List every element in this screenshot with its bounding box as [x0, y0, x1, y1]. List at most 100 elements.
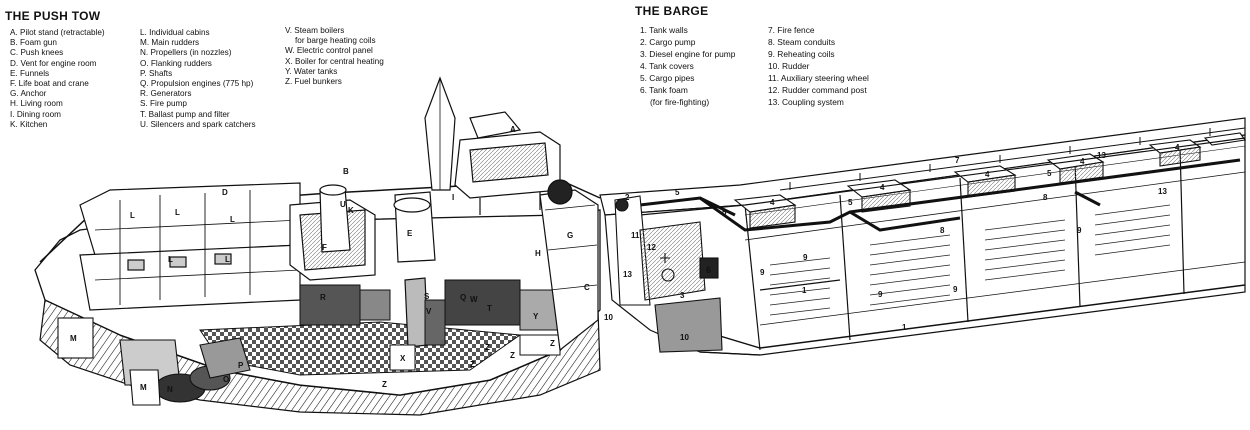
diagram-label: P [238, 361, 244, 370]
diagram-label: 1 [802, 286, 807, 295]
push-tow-legend-col2: L. Individual cabins M. Main rudders N. … [140, 28, 256, 130]
legend-item: for barge heating coils [295, 36, 376, 46]
diagram-label: 8 [1043, 193, 1048, 202]
diagram-label: 13 [1097, 151, 1106, 160]
diagram-label: D [222, 188, 228, 197]
legend-item: K. Kitchen [10, 119, 48, 129]
legend-item: 5. Cargo pipes [640, 73, 695, 83]
diagram-label: S [424, 292, 430, 301]
diagram-label: 1 [902, 323, 907, 332]
diagram-label: 13 [1158, 187, 1167, 196]
legend-item: L. Individual cabins [140, 28, 210, 37]
diagram-label: 10 [604, 313, 613, 322]
diagram-label: 2 [625, 193, 630, 202]
diagram-label: L [230, 215, 235, 224]
diagram-label: 3 [680, 291, 685, 300]
diagram-label: 6 [706, 265, 711, 275]
legend-item: 12. Rudder command post [768, 85, 867, 95]
diagram-label: K [348, 206, 354, 215]
diagram-label: X [400, 354, 406, 363]
diagram-label: 4 [880, 183, 885, 192]
push-tow-legend-col3: V. Steam boilers for barge heating coils… [285, 26, 384, 87]
diagram-label: A [510, 125, 516, 134]
tank-covers [733, 132, 1246, 229]
diagram-label: M [140, 383, 147, 392]
legend-item: H. Living room [10, 99, 63, 109]
barge-heading: THE BARGE [635, 4, 709, 18]
diagram-label: B [343, 167, 349, 176]
steam-conduits [639, 137, 1246, 291]
diagram-label: 13 [623, 270, 632, 279]
legend-item: Z. Fuel bunkers [285, 77, 342, 87]
legend-item: O. Flanking rudders [140, 58, 212, 68]
fire-fence [779, 127, 1246, 191]
diagram-label: 7 [955, 156, 960, 165]
legend-item: C. Push knees [10, 48, 64, 58]
diagram-label: H [535, 249, 541, 258]
legend-item: 8. Steam conduits [768, 37, 836, 47]
legend-item: 2. Cargo pump [640, 37, 696, 47]
legend-item: I. Dining room [10, 109, 61, 119]
diagram-label: 9 [953, 285, 958, 294]
pilot-stand [454, 111, 561, 215]
legend-item: 6. Tank foam [640, 85, 688, 95]
diagram-label: O [223, 375, 229, 384]
diagram-label: Z [510, 351, 515, 360]
cargo-pipes [639, 158, 1241, 232]
diagram-label: 9 [760, 268, 765, 277]
diagram-label: M [70, 334, 77, 343]
barge-hull [599, 117, 1246, 356]
legend-item: G. Anchor [10, 89, 47, 99]
legend-item: V. Steam boilers [285, 26, 345, 35]
legend-item: 11. Auxiliary steering wheel [768, 73, 869, 83]
diagram-label-layer: A B C D E F G H I K L L L L L M M N O P … [70, 125, 1180, 394]
push-tow-heading: THE PUSH TOW [5, 9, 101, 23]
legend-item: X. Boiler for central heating [285, 56, 384, 66]
diagram-label: I [452, 193, 454, 202]
propulsion-engines [299, 279, 561, 371]
legend-item: Y. Water tanks [285, 66, 338, 76]
barge-legend-col1: 1. Tank walls 2. Cargo pump 3. Diesel en… [640, 24, 735, 108]
legend-item: 1. Tank walls [640, 25, 688, 35]
legend-item: B. Foam gun [10, 38, 57, 48]
legend-item: T. Ballast pump and filter [140, 109, 230, 119]
legend-item: (for fire-fighting) [650, 97, 710, 107]
diagram-label: 12 [647, 243, 656, 252]
diagram-label: 4 [770, 198, 775, 207]
legend-item: 10. Rudder [768, 61, 810, 71]
diagram-label: 5 [722, 208, 727, 217]
diagram-label: 5 [675, 188, 680, 197]
diagram-label: V [426, 307, 432, 316]
diagram-label: T [487, 304, 492, 313]
legend-item: D. Vent for engine room [10, 58, 97, 68]
legend-item: P. Shafts [140, 68, 173, 78]
legend-item: 4. Tank covers [640, 61, 694, 71]
diagram-label: L [225, 255, 230, 264]
barge-stern [614, 195, 723, 353]
diagram-label: 11 [631, 231, 640, 240]
diagram-label: N [167, 385, 173, 394]
reheating-coils [769, 204, 1171, 316]
legend-item: W. Electric control panel [285, 46, 373, 56]
diagram-label: 5 [848, 198, 853, 207]
legend-item: 13. Coupling system [768, 97, 844, 107]
legend-item: 7. Fire fence [768, 25, 815, 35]
diagram-label: 4 [1175, 143, 1180, 152]
diagram-label: Z [485, 343, 490, 352]
legend-item: 3. Diesel engine for pump [640, 49, 736, 59]
rudders-propellers [57, 317, 251, 406]
diagram-label: Z [382, 380, 387, 389]
diagram-label: E [407, 229, 413, 238]
diagram-label: 4 [1080, 157, 1085, 166]
diagram-label: R [320, 293, 326, 302]
legend-item: E. Funnels [10, 68, 50, 78]
legend-item: N. Propellers (in nozzles) [140, 48, 232, 58]
diagram-label: C [584, 283, 590, 292]
diagram-label: 8 [940, 226, 945, 235]
diagram-label: F [322, 243, 327, 252]
legend-item: F. Life boat and crane [10, 79, 89, 89]
diagram-label: 10 [680, 333, 689, 342]
legend-item: U. Silencers and spark catchers [140, 119, 256, 129]
diagram-label: Z [470, 360, 475, 369]
diagram-label: 9 [1077, 226, 1082, 235]
